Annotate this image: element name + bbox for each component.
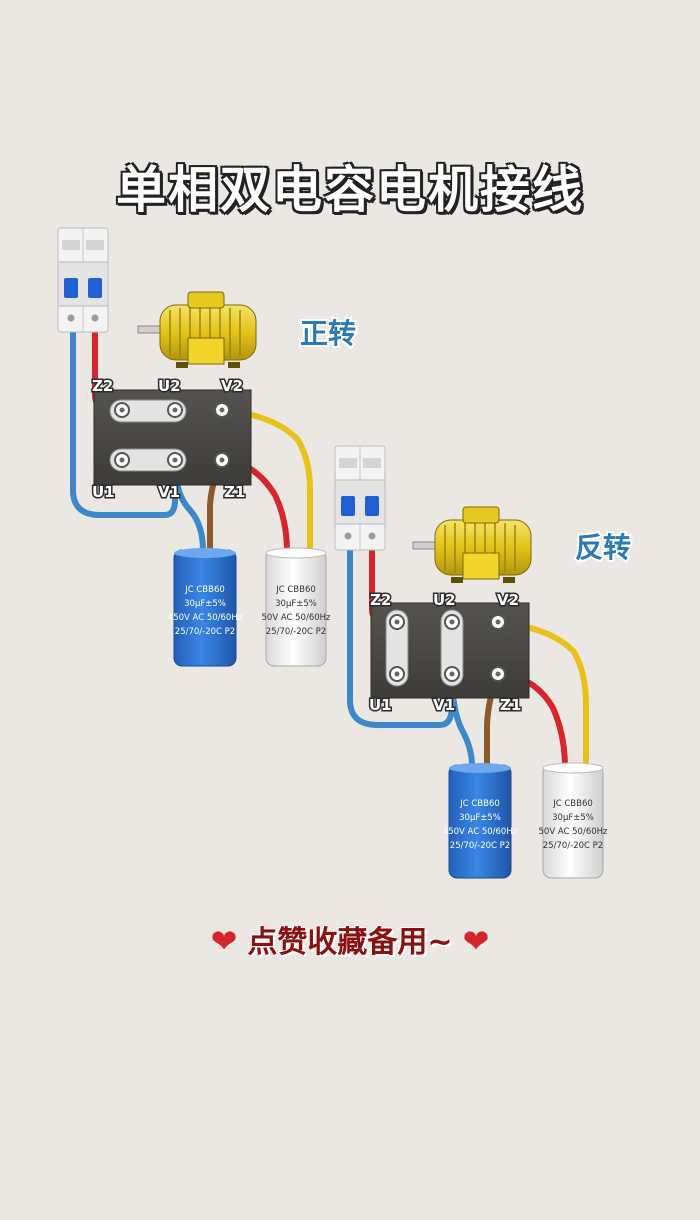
wire-blue-breaker-u1 [70, 327, 178, 518]
diagram-reverse: 反转 Z2 U2 V2 U1 V1 Z1 JC CBB60 30μF±5% 45… [334, 445, 633, 879]
footer-caption: ❤ 点赞收藏备用~ ❤ [0, 917, 700, 961]
cap-label-line: 25/70/-20C P2 [266, 627, 326, 637]
cap-label-line: JC CBB60 [459, 799, 500, 809]
capacitor-icon: JC CBB60 30μF±5% 50V AC 50/60Hz 25/70/-2… [539, 762, 609, 879]
motor-icon [412, 506, 532, 583]
page-title: 单相双电容电机接线 [116, 161, 584, 219]
terminal-label-z1: Z1 [500, 696, 521, 714]
cap-label-line: 30μF±5% [459, 813, 501, 823]
cap-label-line: 25/70/-20C P2 [175, 627, 235, 637]
terminal-label-u2: U2 [158, 377, 181, 395]
terminal-label-z2: Z2 [92, 377, 113, 395]
terminal-board [370, 602, 530, 699]
footer-text: 点赞收藏备用~ [247, 925, 453, 960]
terminal-label-v2: V2 [221, 377, 243, 395]
cap-label-line: 450V AC 50/60Hz [443, 827, 518, 837]
terminal-label-u1: U1 [369, 696, 392, 714]
terminal-label-v1: V1 [158, 483, 180, 501]
heart-icon: ❤ [210, 922, 238, 960]
terminal-label-z1: Z1 [224, 483, 245, 501]
cap-label-line: 25/70/-20C P2 [450, 841, 510, 851]
circuit-breaker-icon [334, 445, 386, 551]
terminal-label-z2: Z2 [370, 591, 391, 609]
capacitor-icon: JC CBB60 30μF±5% 50V AC 50/60Hz 25/70/-2… [262, 547, 332, 667]
cap-label-line: 30μF±5% [275, 599, 317, 609]
cap-label-line: 50V AC 50/60Hz [539, 827, 609, 837]
cap-label-line: 30μF±5% [184, 599, 226, 609]
diagram-forward: 正转 Z2 U2 V2 U1 V1 Z1 JC CBB60 30μF±5% 45… [57, 227, 358, 667]
wire-blue-breaker-u1 [347, 545, 455, 728]
cap-label-line: JC CBB60 [552, 799, 593, 809]
cap-label-line: JC CBB60 [275, 585, 316, 595]
direction-label-forward: 正转 [300, 317, 356, 350]
motor-icon [137, 291, 257, 368]
cap-label-line: JC CBB60 [184, 585, 225, 595]
capacitor-icon: JC CBB60 30μF±5% 450V AC 50/60Hz 25/70/-… [168, 548, 243, 667]
terminal-label-v2: V2 [497, 591, 519, 609]
terminal-label-u1: U1 [92, 483, 115, 501]
cap-label-line: 50V AC 50/60Hz [262, 613, 332, 623]
terminal-label-u2: U2 [433, 591, 456, 609]
direction-label-reverse: 反转 [575, 531, 631, 564]
terminal-board [93, 389, 252, 486]
circuit-breaker-icon [57, 227, 109, 333]
capacitor-icon: JC CBB60 30μF±5% 450V AC 50/60Hz 25/70/-… [443, 763, 518, 879]
cap-label-line: 25/70/-20C P2 [543, 841, 603, 851]
heart-icon: ❤ [462, 922, 490, 960]
terminal-label-v1: V1 [433, 696, 455, 714]
cap-label-line: 450V AC 50/60Hz [168, 613, 243, 623]
cap-label-line: 30μF±5% [552, 813, 594, 823]
